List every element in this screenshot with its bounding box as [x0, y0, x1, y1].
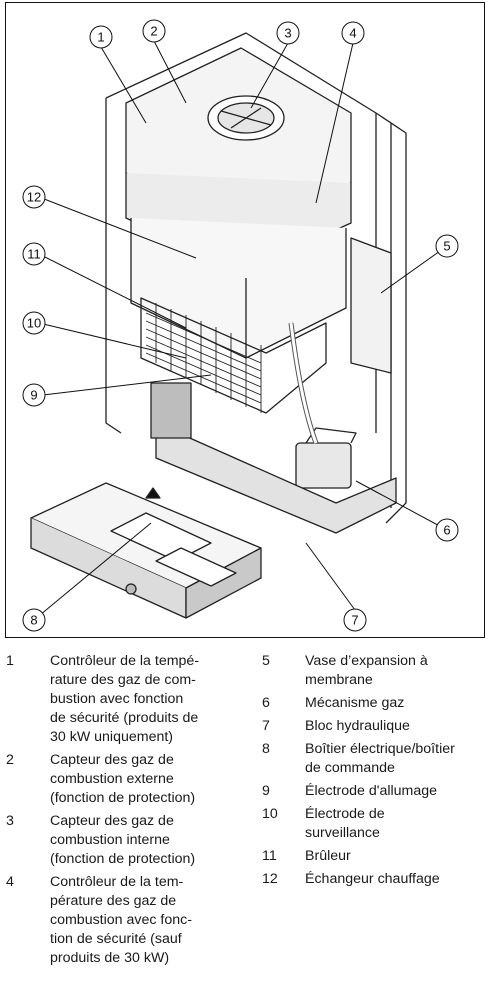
legend-description: Contrôleur de la tempé-rature des gaz de… — [50, 652, 244, 747]
legend-number: 3 — [6, 813, 14, 829]
legend-description: Mécanisme gaz — [305, 694, 490, 713]
legend-number: 1 — [6, 653, 14, 669]
legend-number: 4 — [6, 874, 14, 890]
callout-circles — [22, 19, 459, 632]
legend-description: Bloc hydraulique — [305, 717, 490, 736]
legend-line: Mécanisme gaz — [305, 695, 405, 711]
boiler-illustration: 1 2 3 4 5 6 7 8 9 10 11 12 — [22, 19, 459, 632]
callout-7 — [343, 608, 367, 632]
legend-description: Électrode d'allumage — [305, 782, 490, 801]
legend-line: Bloc hydraulique — [305, 718, 410, 734]
callout-1 — [89, 25, 113, 49]
pump-motor — [150, 382, 192, 439]
legend-description: Vase d’expansion à membrane — [305, 652, 490, 690]
legend-line: (fonction de protection) — [50, 851, 196, 867]
callout-11 — [22, 242, 46, 266]
legend-line: (fonction de protection) — [50, 790, 196, 806]
legend-item-9: 9 Électrode d'allumage — [262, 782, 490, 801]
legend-line: Capteur des gaz de — [50, 813, 174, 829]
callout-label-3: 3 — [284, 26, 291, 41]
legend-line: de commande — [305, 760, 395, 776]
callout-3 — [276, 21, 300, 45]
legend-description: Capteur des gaz de combustion interne (fon… — [50, 812, 244, 869]
legend-line: Capteur des gaz de — [50, 752, 174, 768]
legend-line: Vase d’expansion à — [305, 653, 428, 669]
callout-label-11: 11 — [27, 247, 41, 262]
heat-exchanger-box — [130, 218, 347, 359]
legend-line: Brûleur — [305, 848, 351, 864]
callout-12 — [22, 185, 46, 209]
callout-label-5: 5 — [443, 239, 450, 254]
legend-item-2: 2 Capteur des gaz de combustion externe (fo… — [6, 751, 244, 808]
callout-label-8: 8 — [30, 613, 37, 628]
callout-label-9: 9 — [30, 388, 37, 403]
legend-item-8: 8 Boîtier électrique/boîtier de commande — [262, 740, 490, 778]
legend-number: 12 — [262, 871, 278, 887]
legend-number: 2 — [6, 752, 14, 768]
legend-description: Capteur des gaz de combustion externe (fon… — [50, 751, 244, 808]
legend-description: Brûleur — [305, 847, 490, 866]
callout-leaders — [38, 40, 448, 616]
legend-line: Boîtier électrique/boîtier — [305, 741, 455, 757]
legend-line: Contrôleur de la tem- — [50, 874, 184, 890]
legend-number: 5 — [262, 653, 270, 669]
legend-line: tion de sécurité (sauf — [50, 931, 182, 947]
legend-left-column: 1 Contrôleur de la tempé-rature des gaz d… — [6, 652, 244, 972]
callout-9 — [22, 383, 46, 407]
legend-line: combustion interne — [50, 832, 170, 848]
legend-item-11: 11 Brûleur — [262, 847, 490, 866]
legend-number: 9 — [262, 783, 270, 799]
legend-right-column: 5 Vase d’expansion à membrane 6 Mécanisme ga… — [262, 652, 490, 893]
gas-valve — [295, 442, 352, 489]
legend-item-10: 10 Électrode de surveillance — [262, 805, 490, 843]
hydraulic-block — [155, 422, 397, 534]
callout-8 — [22, 608, 46, 632]
legend-line: Électrode d'allumage — [305, 783, 438, 799]
legend-number: 6 — [262, 695, 270, 711]
legend-item-1: 1 Contrôleur de la tempé-rature des gaz d… — [6, 652, 244, 747]
legend-line: rature des gaz de com- — [50, 672, 196, 688]
legend-number: 10 — [262, 806, 278, 822]
legend-line: surveillance — [305, 825, 380, 841]
legend-item-6: 6 Mécanisme gaz — [262, 694, 490, 713]
callout-label-4: 4 — [349, 26, 356, 41]
callout-6 — [435, 518, 459, 542]
callout-2 — [142, 19, 166, 43]
callout-label-7: 7 — [351, 613, 358, 628]
legend-line: pérature des gaz de — [50, 893, 177, 909]
legend-description: Boîtier électrique/boîtier de commande — [305, 740, 490, 778]
legend-line: Échangeur chauffage — [305, 871, 440, 887]
callout-10 — [22, 311, 46, 335]
callout-label-12: 12 — [27, 190, 41, 205]
callout-5 — [435, 234, 459, 258]
boiler-diagram-frame: 1 2 3 4 5 6 7 8 9 10 11 12 — [5, 2, 485, 638]
legend-line: Électrode de — [305, 806, 385, 822]
callout-label-1: 1 — [97, 30, 104, 45]
legend-item-5: 5 Vase d’expansion à membrane — [262, 652, 490, 690]
legend-line: bustion avec fonction — [50, 691, 184, 707]
legend-line: 30 kW uniquement) — [50, 729, 174, 745]
legend-number: 11 — [262, 848, 277, 864]
legend-item-4: 4 Contrôleur de la tem-pérature des gaz d… — [6, 873, 244, 968]
legend-line: Contrôleur de la tempé- — [50, 653, 200, 669]
legend-number: 8 — [262, 741, 270, 757]
callout-label-2: 2 — [150, 24, 157, 39]
legend-line: de sécurité (produits de — [50, 710, 199, 726]
legend-line: membrane — [305, 672, 373, 688]
legend-number: 7 — [262, 718, 270, 734]
callout-4 — [341, 21, 365, 45]
legend-line: produits de 30 kW) — [50, 950, 170, 966]
legend-description: Électrode de surveillance — [305, 805, 490, 843]
burner-fins — [145, 303, 262, 413]
legend-item-12: 12 Échangeur chauffage — [262, 870, 490, 889]
legend-line: combustion avec fonc- — [50, 912, 192, 928]
legend-item-7: 7 Bloc hydraulique — [262, 717, 490, 736]
casing-left-edge — [105, 98, 122, 434]
callout-label-10: 10 — [27, 316, 41, 331]
callout-label-6: 6 — [443, 523, 450, 538]
legend-description: Contrôleur de la tem-pérature des gaz de… — [50, 873, 244, 968]
legend-line: combustion externe — [50, 771, 174, 787]
legend-item-3: 3 Capteur des gaz de combustion interne (fo… — [6, 812, 244, 869]
legend-description: Échangeur chauffage — [305, 870, 490, 889]
